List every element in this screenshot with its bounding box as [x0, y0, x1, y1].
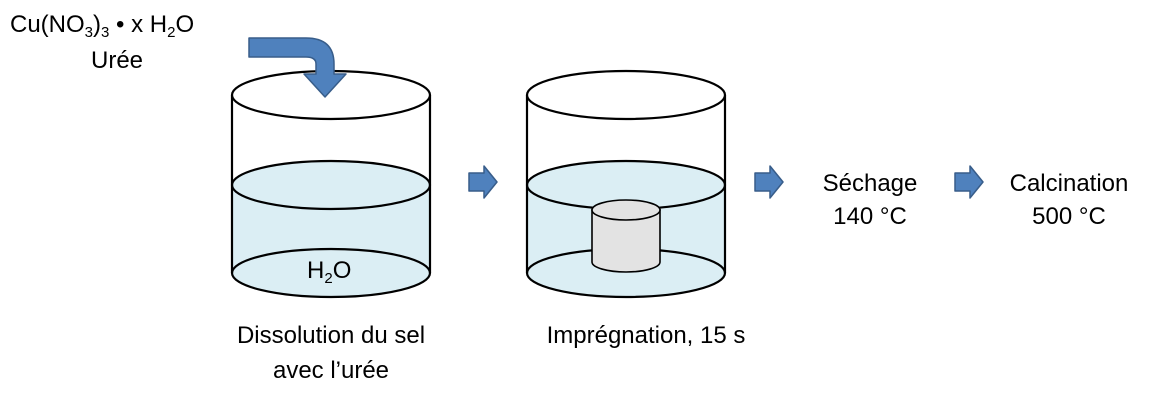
water-part: H — [307, 257, 325, 284]
step-calcination: Calcination 500 °C — [989, 170, 1149, 231]
step-drying: Séchage 140 °C — [810, 170, 930, 231]
water-label: H2O — [307, 257, 352, 287]
water-sub: 2 — [324, 270, 333, 287]
beaker2-rim — [525, 69, 727, 121]
arrow-step-3 — [954, 165, 984, 199]
formula-sub: 3 — [84, 24, 94, 41]
step-drying-title: Séchage — [822, 170, 918, 197]
formula-sub: 2 — [167, 24, 176, 41]
reagent-urea: Urée — [91, 47, 144, 74]
formula-sub: 3 — [101, 24, 110, 41]
caption-dissolution-line2: avec l’urée — [272, 357, 390, 384]
pour-arrow — [248, 37, 347, 98]
beaker-impregnation — [525, 69, 727, 299]
step-drying-temp: 140 °C — [833, 203, 907, 230]
sample-cylinder — [591, 199, 661, 273]
formula-part: • x H — [109, 11, 168, 38]
reagent-formula: Cu(NO3)3 • x H2O — [10, 11, 195, 41]
water-part: O — [332, 257, 352, 284]
formula-part: Cu(NO — [10, 11, 85, 38]
formula-part: ) — [93, 11, 102, 38]
caption-dissolution: Dissolution du sel avec l’urée — [181, 322, 481, 385]
step-calcination-title: Calcination — [1009, 170, 1129, 197]
arrow-step-2 — [754, 165, 784, 199]
step-calcination-temp: 500 °C — [1032, 203, 1106, 230]
caption-impregnation: Imprégnation, 15 s — [546, 322, 746, 349]
beaker-dissolution — [230, 69, 432, 299]
caption-dissolution-line1: Dissolution du sel — [236, 322, 426, 349]
arrow-step-1 — [468, 165, 498, 199]
formula-part: O — [175, 11, 195, 38]
beaker1-liquid-surface — [230, 159, 432, 211]
